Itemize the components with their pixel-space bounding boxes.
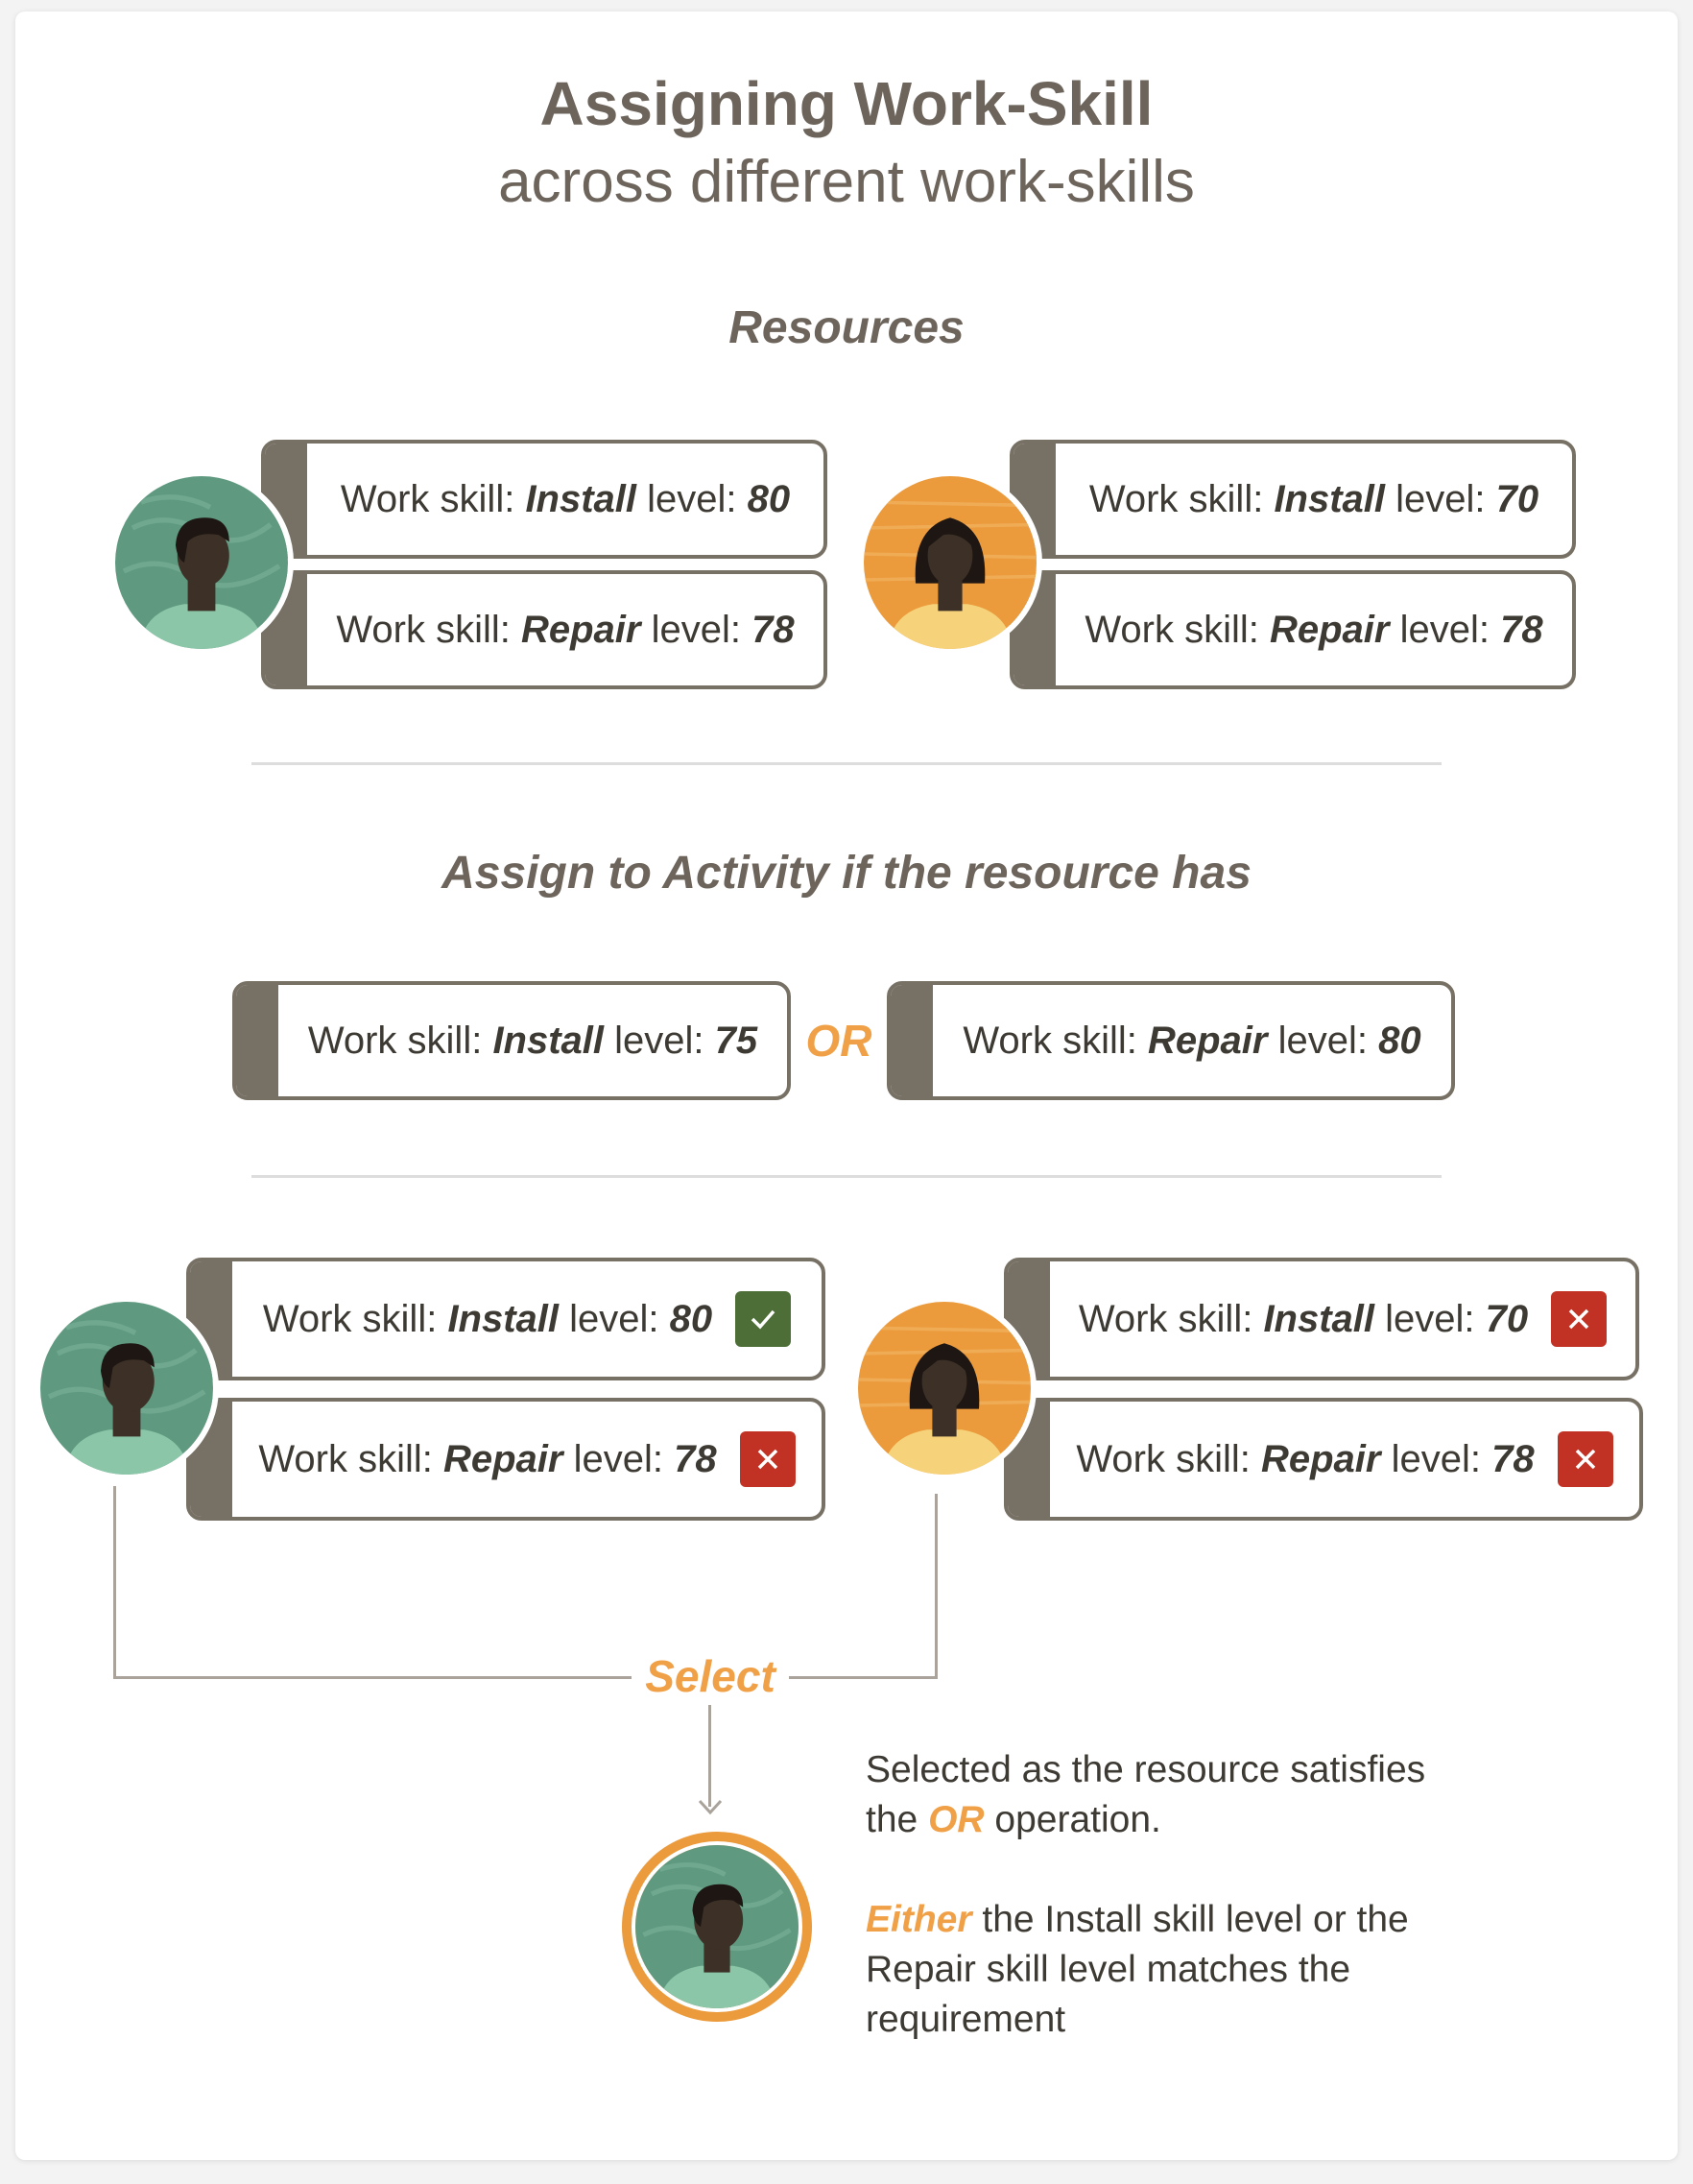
level-word: level: xyxy=(573,1437,663,1480)
requirement-install: Work skill: Install level: 75 xyxy=(232,981,791,1100)
level-word: level: xyxy=(1395,477,1486,520)
cross-icon xyxy=(739,1431,796,1487)
skill-level: 70 xyxy=(1485,1297,1529,1340)
cross-icon xyxy=(1551,1291,1608,1347)
woman-avatar-icon xyxy=(864,476,1037,649)
skill-name: Repair xyxy=(1260,1437,1381,1480)
eval-resource-1-install: Work skill: Install level: 80 xyxy=(186,1258,825,1380)
explanation-2: Either the Install skill level or the Re… xyxy=(866,1895,1480,2045)
skill-name: Install xyxy=(525,477,637,520)
skill-level: 80 xyxy=(1378,1019,1421,1062)
level-word: level: xyxy=(651,608,741,651)
man-avatar-icon xyxy=(40,1302,213,1475)
skill-level: 78 xyxy=(1500,608,1543,651)
skill-prefix: Work skill: xyxy=(963,1019,1137,1062)
requirement-repair: Work skill: Repair level: 80 xyxy=(887,981,1455,1100)
skill-tab xyxy=(236,985,278,1096)
selected-man-avatar xyxy=(632,1841,802,2012)
or-operator: OR xyxy=(805,1016,872,1066)
explanation-1: Selected as the resource satisfies the O… xyxy=(866,1745,1480,1845)
eval-resource-1-repair: Work skill: Repair level: 78 xyxy=(186,1398,825,1521)
skill-prefix: Work skill: xyxy=(1088,477,1264,520)
explanation-text: the xyxy=(866,1799,918,1840)
level-word: level: xyxy=(1385,1297,1475,1340)
skill-level: 80 xyxy=(747,477,791,520)
skill-level: 78 xyxy=(1491,1437,1535,1480)
skill-prefix: Work skill: xyxy=(336,608,511,651)
skill-name: Install xyxy=(1274,477,1386,520)
connector-line xyxy=(113,1486,116,1678)
select-label: Select xyxy=(632,1651,789,1701)
explanation-text: the Install skill level or the Repair sk… xyxy=(866,1899,1409,2040)
man-avatar-icon xyxy=(635,1845,799,2008)
skill-level: 78 xyxy=(674,1437,717,1480)
skill-prefix: Work skill: xyxy=(1078,1297,1253,1340)
skill-name: Repair xyxy=(1147,1019,1268,1062)
check-icon xyxy=(735,1291,792,1347)
explanation-text: Selected as the resource satisfies xyxy=(866,1749,1426,1790)
connector-line xyxy=(113,1676,936,1679)
level-word: level: xyxy=(647,477,737,520)
level-word: level: xyxy=(614,1019,704,1062)
skill-name: Install xyxy=(447,1297,560,1340)
level-word: level: xyxy=(1277,1019,1368,1062)
page-subtitle: across different work-skills xyxy=(498,149,1195,215)
resource-2-install-skill: Work skill: Install level: 70 xyxy=(1010,440,1576,559)
skill-name: Install xyxy=(492,1019,605,1062)
level-word: level: xyxy=(569,1297,659,1340)
resource-1-install-skill: Work skill: Install level: 80 xyxy=(261,440,827,559)
level-word: level: xyxy=(1399,608,1490,651)
resource-1-repair-skill: Work skill: Repair level: 78 xyxy=(261,570,827,689)
skill-prefix: Work skill: xyxy=(340,477,515,520)
skill-prefix: Work skill: xyxy=(1085,608,1259,651)
skill-name: Repair xyxy=(442,1437,563,1480)
resource-2-repair-skill: Work skill: Repair level: 78 xyxy=(1010,570,1576,689)
man-avatar xyxy=(35,1296,219,1480)
level-word: level: xyxy=(1391,1437,1481,1480)
woman-avatar xyxy=(852,1296,1037,1480)
skill-prefix: Work skill: xyxy=(258,1437,433,1480)
either-highlight: Either xyxy=(866,1899,972,1940)
woman-avatar xyxy=(858,470,1042,655)
divider xyxy=(251,1175,1442,1178)
skill-prefix: Work skill: xyxy=(1076,1437,1251,1480)
eval-resource-2-repair: Work skill: Repair level: 78 xyxy=(1004,1398,1643,1521)
cross-icon xyxy=(1557,1431,1613,1487)
assign-heading: Assign to Activity if the resource has xyxy=(441,848,1252,899)
skill-prefix: Work skill: xyxy=(307,1019,483,1062)
or-highlight: OR xyxy=(928,1799,985,1840)
divider xyxy=(251,762,1442,765)
explanation-text: operation. xyxy=(994,1799,1161,1840)
man-avatar xyxy=(109,470,294,655)
woman-avatar-icon xyxy=(858,1302,1031,1475)
eval-resource-2-install: Work skill: Install level: 70 xyxy=(1004,1258,1639,1380)
skill-level: 75 xyxy=(714,1019,758,1062)
skill-level: 70 xyxy=(1495,477,1539,520)
man-avatar-icon xyxy=(115,476,288,649)
skill-name: Repair xyxy=(1269,608,1390,651)
page-title: Assigning Work-Skill xyxy=(539,69,1154,138)
skill-tab xyxy=(891,985,933,1096)
arrow-down-icon xyxy=(697,1791,724,1818)
skill-level: 80 xyxy=(669,1297,713,1340)
connector-line xyxy=(708,1705,711,1807)
skill-name: Install xyxy=(1263,1297,1375,1340)
skill-name: Repair xyxy=(520,608,641,651)
select-label-wrap: Select xyxy=(614,1647,806,1716)
skill-prefix: Work skill: xyxy=(262,1297,438,1340)
connector-line xyxy=(935,1494,938,1679)
skill-level: 78 xyxy=(751,608,795,651)
resources-heading: Resources xyxy=(728,302,965,353)
